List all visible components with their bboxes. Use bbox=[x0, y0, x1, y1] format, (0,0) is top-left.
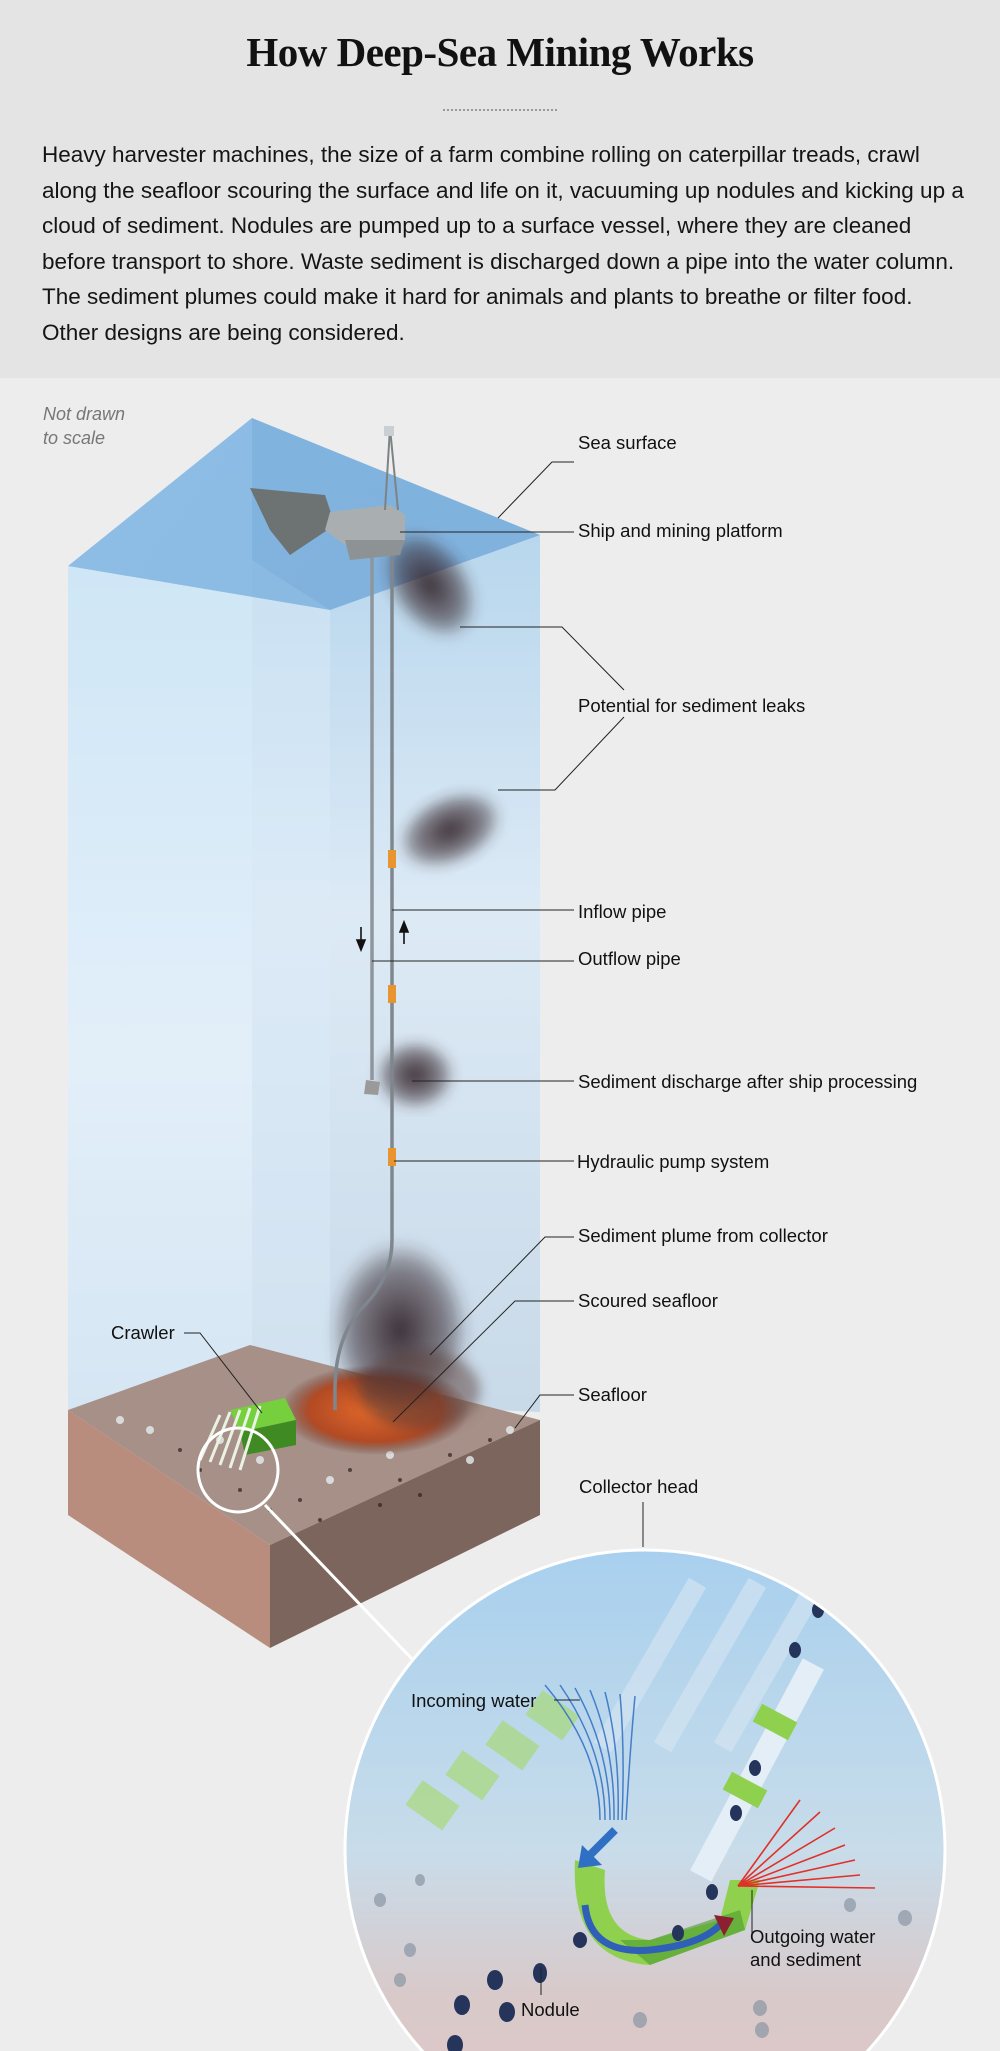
ship-platform bbox=[250, 426, 405, 560]
scale-note-line1: Not drawn bbox=[43, 404, 126, 424]
label-sediment-plume: Sediment plume from collector bbox=[578, 1225, 828, 1246]
label-outgoing-line1: Outgoing water bbox=[750, 1926, 876, 1947]
water-left-face bbox=[68, 418, 252, 1484]
pump-1 bbox=[388, 850, 396, 868]
label-outgoing-water: Outgoing water and sediment bbox=[750, 1925, 875, 1971]
label-inflow-pipe: Inflow pipe bbox=[578, 901, 667, 922]
label-ship-platform: Ship and mining platform bbox=[578, 520, 783, 541]
page-title: How Deep-Sea Mining Works bbox=[246, 29, 754, 75]
label-outflow-pipe: Outflow pipe bbox=[578, 948, 681, 969]
label-crawler: Crawler bbox=[111, 1322, 175, 1343]
header-band: How Deep-Sea Mining Works Heavy harveste… bbox=[0, 0, 1000, 378]
label-sediment-discharge: Sediment discharge after ship processing bbox=[578, 1071, 918, 1092]
label-sea-surface: Sea surface bbox=[578, 432, 677, 453]
title-divider bbox=[443, 109, 557, 111]
nodules bbox=[447, 1602, 824, 2051]
label-incoming-water: Incoming water bbox=[411, 1690, 537, 1711]
crawler-vehicle bbox=[198, 1398, 296, 1471]
outgoing-water-streams bbox=[737, 1799, 876, 1889]
scale-note: Not drawn to scale bbox=[43, 402, 125, 450]
collector-head-inset bbox=[343, 1548, 947, 2051]
water-right-face bbox=[252, 418, 540, 1412]
intro-paragraph: Heavy harvester machines, the size of a … bbox=[42, 142, 964, 345]
label-collector-head: Collector head bbox=[579, 1476, 699, 1497]
flow-arrows bbox=[355, 919, 410, 953]
label-hydraulic-pump: Hydraulic pump system bbox=[577, 1151, 770, 1172]
distant-nodules bbox=[374, 1874, 912, 2038]
zoom-circle bbox=[196, 1426, 280, 1514]
seafloor-side bbox=[270, 1420, 540, 1648]
inflow-pipe bbox=[333, 535, 394, 1410]
label-scoured-seafloor: Scoured seafloor bbox=[578, 1290, 718, 1311]
pump-3 bbox=[388, 1148, 396, 1166]
pump-2 bbox=[388, 985, 396, 1003]
zoom-connector bbox=[263, 1503, 415, 1662]
label-outgoing-line2: and sediment bbox=[750, 1949, 862, 1970]
leak-plume-2 bbox=[398, 790, 502, 870]
seafloor-front bbox=[68, 1410, 270, 1648]
scale-note-line2: to scale bbox=[43, 428, 106, 448]
leader-lines bbox=[184, 461, 644, 1547]
label-seafloor: Seafloor bbox=[578, 1384, 647, 1405]
leak-plume-1 bbox=[382, 530, 478, 640]
label-nodule: Nodule bbox=[521, 1999, 580, 2020]
label-sediment-leaks: Potential for sediment leaks bbox=[578, 695, 806, 716]
discharge-plume bbox=[375, 1040, 455, 1110]
